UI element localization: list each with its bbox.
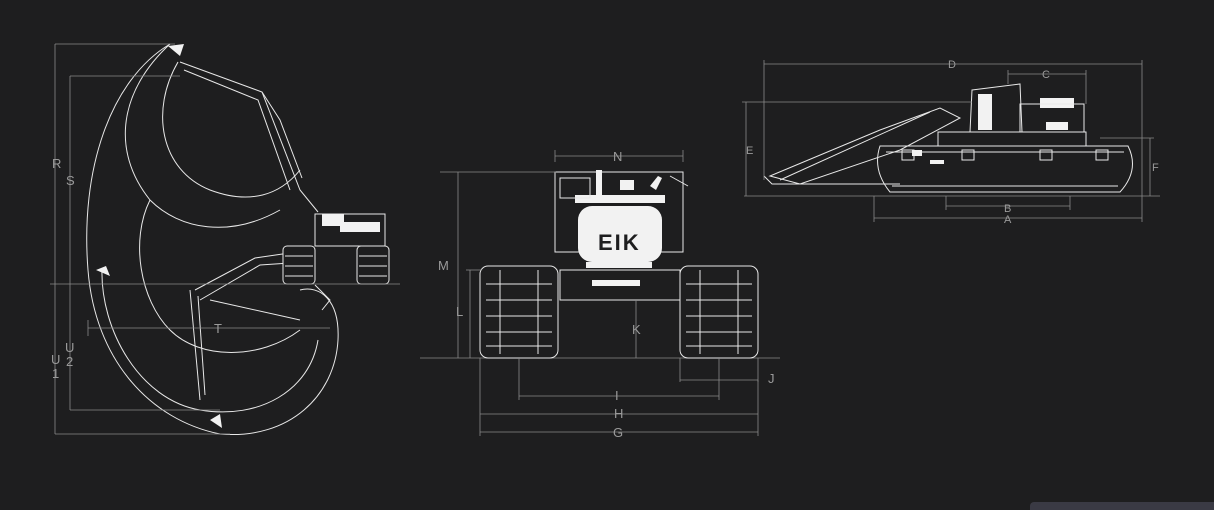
front-right-track [679, 265, 759, 359]
dim-label-I: I [615, 388, 619, 403]
dim-label-B: B [1004, 203, 1011, 215]
dim-label-N: N [613, 149, 622, 164]
dim-label-R: R [52, 156, 61, 171]
dim-label-T: T [214, 321, 222, 336]
dim-label-U1: U [51, 352, 60, 367]
front-view: EIK [420, 150, 780, 436]
working-range-view [50, 43, 400, 436]
dim-label-K: K [632, 322, 641, 337]
dim-label-L: L [456, 304, 463, 319]
dim-label-U2: U [65, 340, 74, 355]
dim-label-U1-sub: 1 [52, 366, 59, 381]
dim-label-G: G [613, 425, 623, 440]
brand-logo-text: EIK [598, 230, 641, 255]
dim-label-E: E [746, 145, 753, 157]
front-left-track [479, 265, 559, 359]
dim-label-H: H [614, 406, 623, 421]
left-view-tracks [282, 245, 390, 285]
dim-label-A: A [1004, 214, 1012, 226]
dim-label-J: J [768, 371, 775, 386]
dim-label-D: D [948, 59, 956, 71]
corner-panel-edge [1030, 502, 1214, 510]
dim-label-M: M [438, 258, 449, 273]
dim-label-U2-sub: 2 [66, 354, 73, 369]
dim-label-C: C [1042, 69, 1050, 81]
dim-label-S: S [66, 173, 75, 188]
dim-label-F: F [1152, 162, 1159, 174]
side-view [742, 60, 1160, 222]
